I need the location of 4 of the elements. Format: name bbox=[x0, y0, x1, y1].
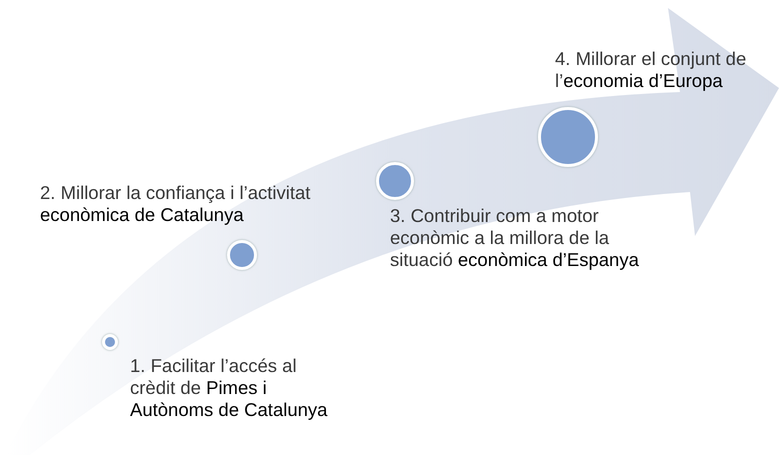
step-text: 1. Facilitar l’accés al crèdit de Pimes i Autònoms de Catalunya bbox=[130, 355, 328, 421]
step-text: 2. Millorar la confiança i l’activitat econòmica de Catalunya bbox=[40, 182, 312, 226]
step-text: 3. Contribuir com a motor econòmic a la millora de la situació econòmica d’Espanya bbox=[390, 205, 640, 271]
step-text: 4. Millorar el conjunt de l’economia d’Europa bbox=[555, 48, 748, 92]
